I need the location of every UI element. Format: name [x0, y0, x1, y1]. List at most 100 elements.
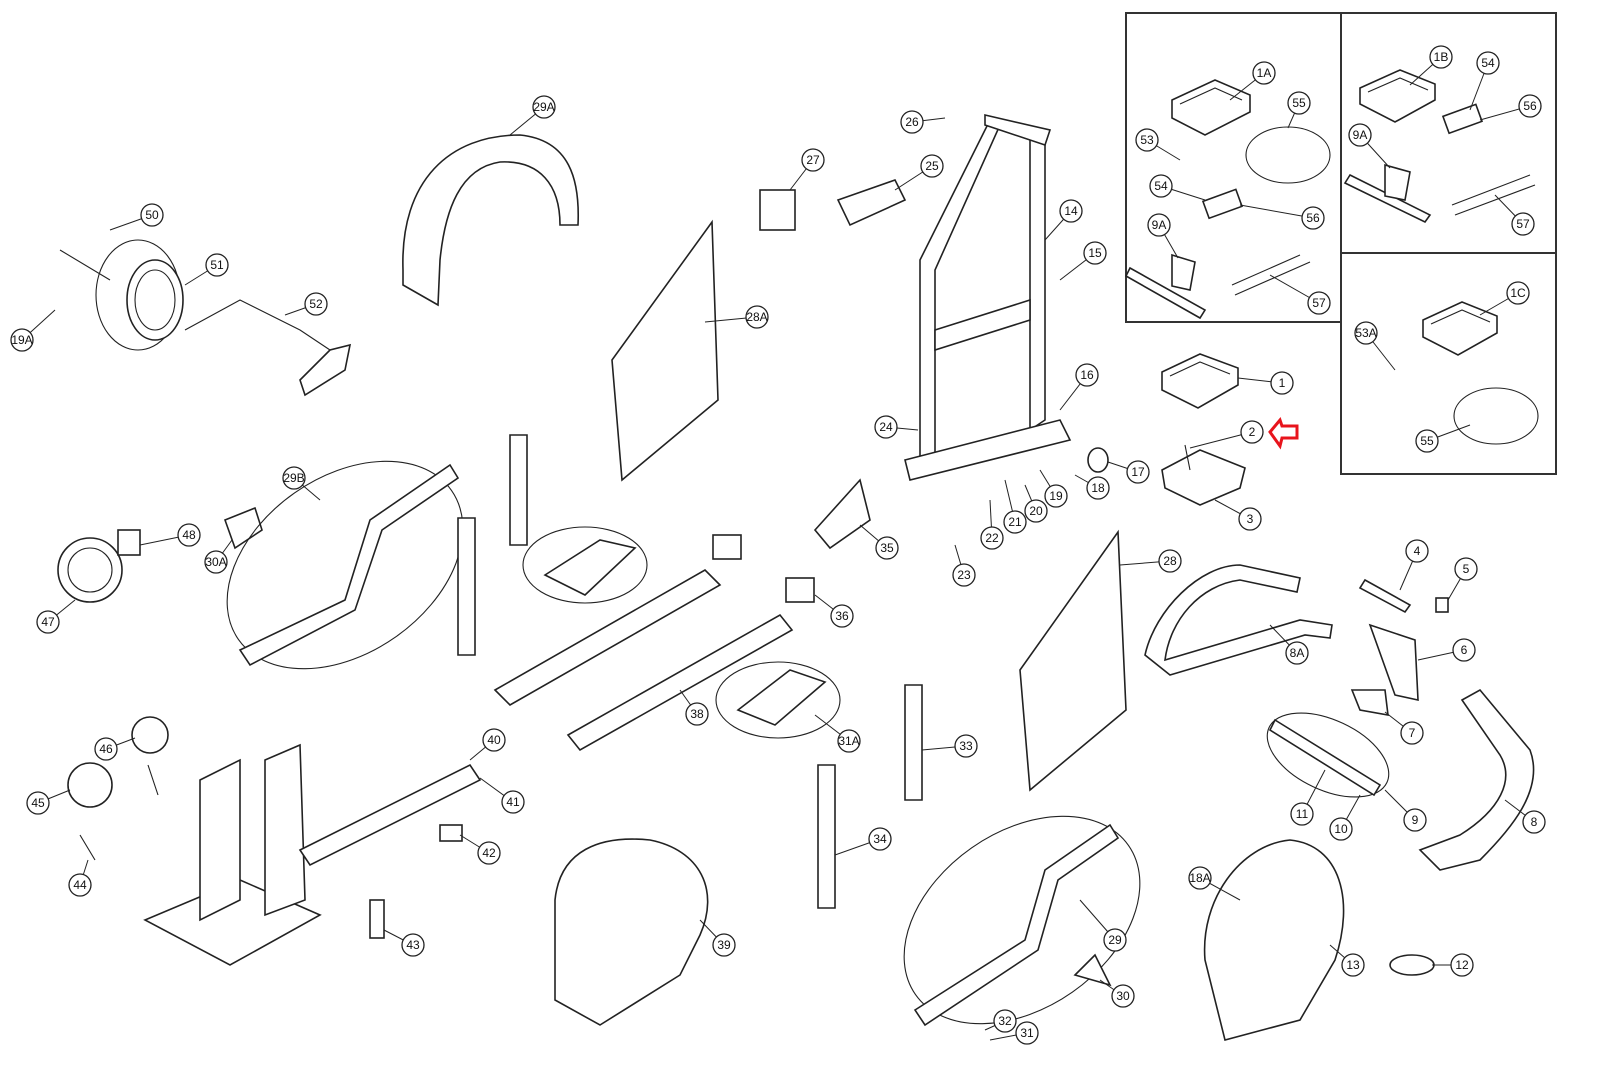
callout-circle: [1429, 45, 1453, 69]
callout-text: 33: [959, 739, 973, 753]
callout-text: 57: [1516, 217, 1530, 231]
callout-53a: 53A: [1354, 321, 1396, 371]
callout-text: 55: [1420, 434, 1434, 448]
link-arm-b: [457, 517, 476, 656]
callout-circle: [1015, 1021, 1039, 1045]
callout-circle: [36, 610, 60, 634]
bracket-6: [1368, 623, 1419, 702]
callout-19a: 19A: [10, 309, 56, 352]
callout-circle: [68, 873, 92, 897]
bracket-30: [1073, 953, 1112, 987]
callout-16: 16: [1059, 363, 1099, 411]
callout-text: 4: [1414, 544, 1421, 558]
board-54-b: [1441, 103, 1484, 135]
callout-circle: [712, 933, 736, 957]
callout-circle: [1400, 721, 1424, 745]
callout-circle: [204, 550, 228, 574]
inset-frame-c: [1340, 252, 1557, 475]
callout-text: 53A: [1355, 326, 1376, 340]
callout-circle: [1086, 476, 1110, 500]
callout-18a: 18A: [1188, 866, 1241, 901]
callout-circle: [1135, 128, 1159, 152]
callout-text: 30A: [205, 555, 226, 569]
callout-circle: [205, 253, 229, 277]
callout-text: 50: [145, 208, 159, 222]
inset-frame-a: [1125, 12, 1342, 323]
bracket-45: [67, 762, 113, 808]
callout-text: 41: [506, 795, 520, 809]
callout-19: 19: [1039, 469, 1068, 508]
callout-circle: [282, 466, 306, 490]
callout-circle: [980, 526, 1004, 550]
highlight-arrow-icon: [1268, 416, 1299, 450]
callout-circle: [1126, 460, 1150, 484]
callout-42: 42: [459, 834, 501, 865]
callout-text: 27: [806, 153, 820, 167]
callout-circle: [920, 154, 944, 178]
callout-circle: [1238, 507, 1262, 531]
callout-text: 25: [925, 159, 939, 173]
callout-text: 17: [1131, 465, 1145, 479]
callout-text: 31A: [838, 734, 859, 748]
bracket-43: [369, 899, 385, 939]
callout-text: 18: [1091, 481, 1105, 495]
callout-circle: [304, 292, 328, 316]
callout-30a: 30A: [204, 539, 233, 574]
callout-text: 39: [717, 938, 731, 952]
callout-circle: [1024, 499, 1048, 523]
callout-9a: 9A: [1147, 213, 1179, 259]
callout-26: 26: [900, 110, 946, 134]
bracket-35: [813, 478, 871, 550]
callout-circle: [1301, 206, 1325, 230]
callout-5: 5: [1447, 557, 1478, 601]
callout-circle: [1403, 808, 1427, 832]
shroud-13: [1203, 839, 1345, 1041]
callout-text: 51: [210, 258, 224, 272]
part-drawings: [57, 12, 1557, 1041]
callout-11: 11: [1290, 769, 1326, 826]
callout-text: 28A: [746, 310, 767, 324]
callout-text: 1C: [1510, 286, 1526, 300]
callout-circle: [1405, 539, 1429, 563]
callout-41: 41: [479, 777, 525, 814]
callout-53: 53: [1135, 128, 1181, 161]
callout-17: 17: [1107, 460, 1150, 484]
callout-text: 28: [1163, 554, 1177, 568]
callout-text: 46: [99, 742, 113, 756]
callout-56: 56: [1239, 204, 1325, 230]
callout-text: 57: [1312, 296, 1326, 310]
callout-text: 23: [957, 568, 971, 582]
springs-44: [79, 764, 159, 861]
callout-47: 47: [36, 599, 76, 634]
callout-circle: [868, 827, 892, 851]
callout-text: 11: [1296, 807, 1309, 821]
callout-text: 52: [309, 297, 323, 311]
callout-31a: 31A: [814, 714, 861, 753]
callout-33: 33: [921, 734, 978, 758]
callout-circle: [401, 933, 425, 957]
handlebar-9a-b: [1343, 163, 1432, 224]
link-arm-34: [817, 764, 836, 909]
callout-circle: [94, 737, 118, 761]
callout-text: 45: [31, 796, 45, 810]
callout-circle: [875, 536, 899, 560]
callout-3: 3: [1214, 499, 1262, 531]
sensor-group-55: [1245, 126, 1331, 184]
callout-circle: [1285, 641, 1309, 665]
handlebar-8a: [1144, 564, 1333, 676]
callout-circle: [1158, 549, 1182, 573]
callout-text: 24: [879, 420, 893, 434]
callout-52: 52: [284, 292, 328, 316]
callout-circle: [140, 203, 164, 227]
callout-circle: [1506, 281, 1530, 305]
callout-54: 54: [1149, 174, 1206, 201]
callout-text: 29B: [283, 471, 304, 485]
callout-29: 29: [1079, 899, 1127, 952]
callout-circle: [1083, 241, 1107, 265]
console-1a: [1171, 79, 1251, 136]
callout-25: 25: [894, 154, 944, 191]
callout-text: 43: [406, 938, 420, 952]
